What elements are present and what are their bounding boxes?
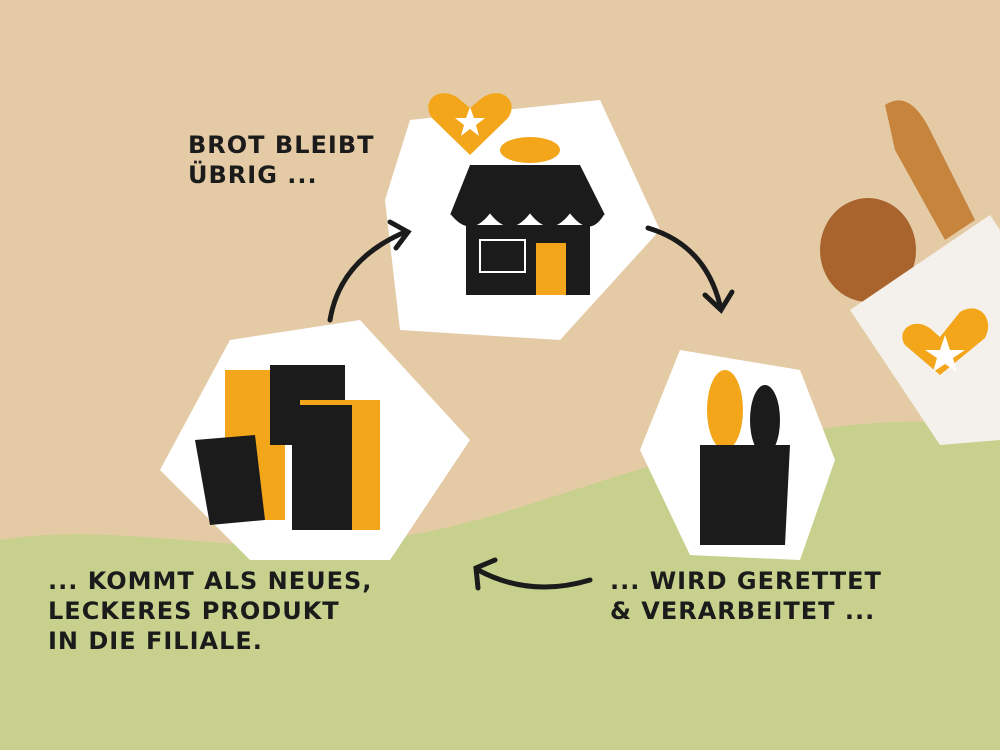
products-icon	[195, 365, 380, 530]
arrow-left-icon	[475, 567, 593, 590]
step-label-new-product: ... KOMMT ALS NEUES, LECKERES PRODUKT IN…	[48, 567, 373, 655]
step-label-rescued: ... WIRD GERETTET & VERARBEITET ...	[610, 567, 882, 625]
heart-star-logo	[428, 93, 512, 155]
cycle-arrows	[327, 219, 735, 591]
step-label-leftover: BROT BLEIBT ÜBRIG ...	[188, 131, 375, 189]
bread-bag-icon	[700, 370, 790, 545]
arrow-up-icon	[327, 229, 408, 323]
arrow-down-icon	[645, 225, 723, 308]
shop-icon	[449, 137, 606, 295]
bread-bag-photo	[820, 100, 1000, 445]
